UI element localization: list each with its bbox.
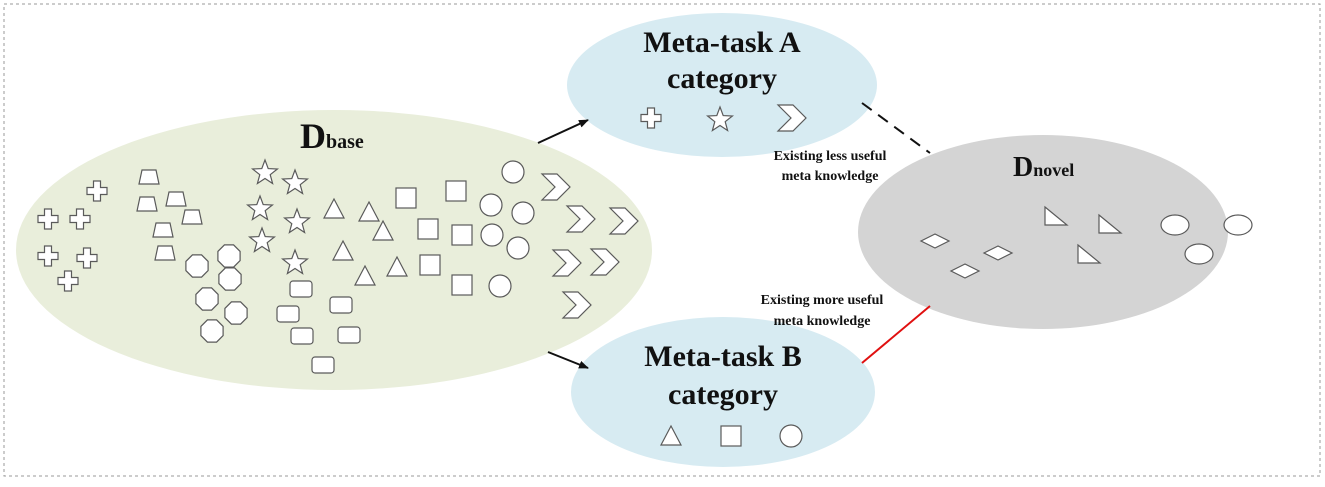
more-useful-label-line1: Existing more useful [761,293,884,308]
circle-icon [506,236,530,260]
plus-icon [86,180,108,202]
less-useful-label-line2: meta knowledge [782,169,879,184]
triangle-icon [323,197,345,219]
plus-icon [640,107,662,129]
chevron-icon [540,173,571,201]
novel-dataset-ellipse [858,135,1228,329]
square-icon [445,180,467,202]
plus-icon [57,270,79,292]
rounded-rect-icon [329,296,353,314]
task-b-title-line1: Meta-task B [644,340,801,373]
arrow-to-task-a [537,119,589,144]
base-label: Dbase [300,116,364,156]
square-icon [395,187,417,209]
trapezoid-icon [136,196,158,212]
base-dataset-ellipse [16,110,652,390]
oval-icon [1223,214,1253,236]
triangle-icon [332,239,354,261]
task-a-title-line1: Meta-task A [643,26,801,59]
plus-icon [69,208,91,230]
square-icon [451,224,473,246]
trapezoid-icon [138,169,160,185]
trapezoid-icon [165,191,187,207]
plus-icon [76,247,98,269]
star-icon [250,158,280,185]
chevron-icon [589,248,620,276]
circle-icon [488,274,512,298]
diamond-icon [982,245,1014,261]
octagon-icon [218,267,242,291]
rounded-rect-icon [311,356,335,374]
star-icon [705,105,735,132]
star-icon [280,168,310,195]
task-a-title-line2: category [667,62,777,95]
base-label-main: D [300,116,326,156]
triangle-icon [660,424,682,446]
triangle-icon [386,255,408,277]
triangle-icon [358,200,380,222]
octagon-icon [185,254,209,278]
rounded-rect-icon [276,305,300,323]
plus-icon [37,245,59,267]
octagon-icon [224,301,248,325]
trapezoid-icon [181,209,203,225]
less-useful-label-line1: Existing less useful [774,149,887,164]
octagon-icon [200,319,224,343]
chevron-icon [776,104,807,132]
oval-icon [1160,214,1190,236]
square-icon [417,218,439,240]
trapezoid-icon [152,222,174,238]
star-icon [280,248,310,275]
oval-icon [1184,243,1214,265]
rounded-rect-icon [290,327,314,345]
arrow-to-task-b [547,351,589,369]
circle-icon [479,193,503,217]
chevron-icon [608,207,639,235]
circle-icon [480,223,504,247]
chevron-icon [561,291,592,319]
novel-label-sub: novel [1033,160,1074,180]
right-triangle-icon [1077,243,1102,264]
octagon-icon [217,244,241,268]
circle-icon [779,424,803,448]
diamond-icon [919,233,951,249]
novel-label: Dnovel [1013,152,1074,183]
octagon-icon [195,287,219,311]
base-label-sub: base [326,131,364,153]
novel-label-main: D [1013,152,1033,183]
square-icon [419,254,441,276]
chevron-icon [551,249,582,277]
triangle-icon [354,264,376,286]
star-icon [282,207,312,234]
rounded-rect-icon [289,280,313,298]
task-b-title-line2: category [668,378,778,411]
shape-samples [37,104,1253,448]
rounded-rect-icon [337,326,361,344]
trapezoid-icon [154,245,176,261]
triangle-icon [372,219,394,241]
more-useful-label-line2: meta knowledge [774,314,871,329]
diamond-icon [949,263,981,279]
circle-icon [501,160,525,184]
star-icon [245,194,275,221]
star-icon [247,226,277,253]
more-useful-link [861,305,931,364]
square-icon [451,274,473,296]
less-useful-link [861,102,931,154]
chevron-icon [565,205,596,233]
square-icon [720,425,742,447]
right-triangle-icon [1098,213,1123,234]
plus-icon [37,208,59,230]
right-triangle-icon [1044,205,1069,226]
circle-icon [511,201,535,225]
